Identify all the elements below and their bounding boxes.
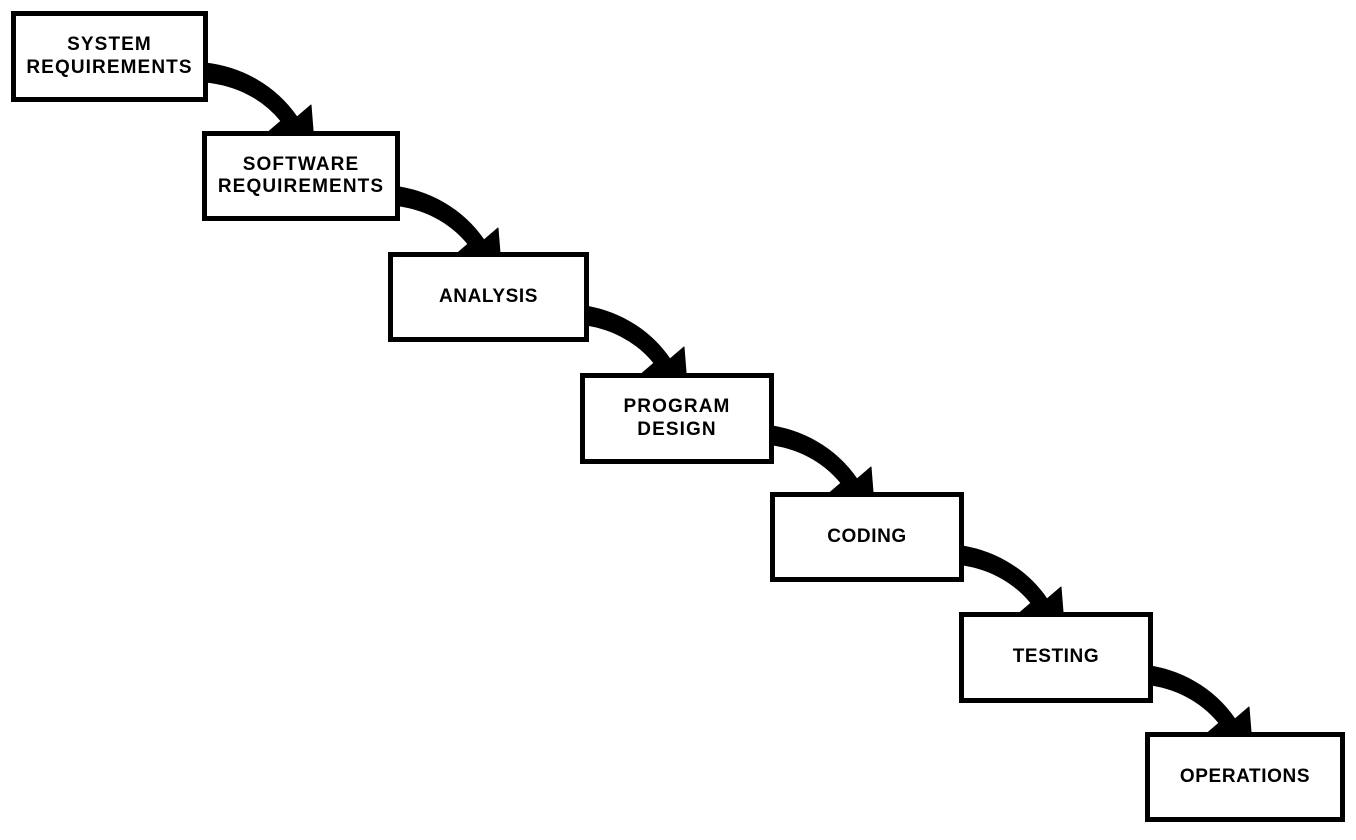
stage-label-analysis: ANALYSIS	[438, 285, 539, 307]
stage-box-testing[interactable]: TESTING	[959, 612, 1153, 703]
stage-box-analysis[interactable]: ANALYSIS	[388, 252, 589, 342]
stage-box-operations[interactable]: OPERATIONS	[1145, 732, 1345, 822]
stage-box-program-design[interactable]: PROGRAM DESIGN	[580, 373, 774, 464]
stage-label-system-requirements: SYSTEM REQUIREMENTS	[26, 34, 193, 78]
stage-label-software-requirements: SOFTWARE REQUIREMENTS	[217, 153, 385, 197]
stage-box-coding[interactable]: CODING	[770, 492, 964, 582]
stage-box-software-requirements[interactable]: SOFTWARE REQUIREMENTS	[202, 131, 400, 221]
stage-label-program-design: PROGRAM DESIGN	[623, 396, 731, 440]
stage-label-testing: TESTING	[1012, 646, 1100, 668]
stage-box-system-requirements[interactable]: SYSTEM REQUIREMENTS	[11, 11, 208, 102]
stage-label-operations: OPERATIONS	[1179, 765, 1311, 787]
stage-label-coding: CODING	[827, 525, 907, 547]
